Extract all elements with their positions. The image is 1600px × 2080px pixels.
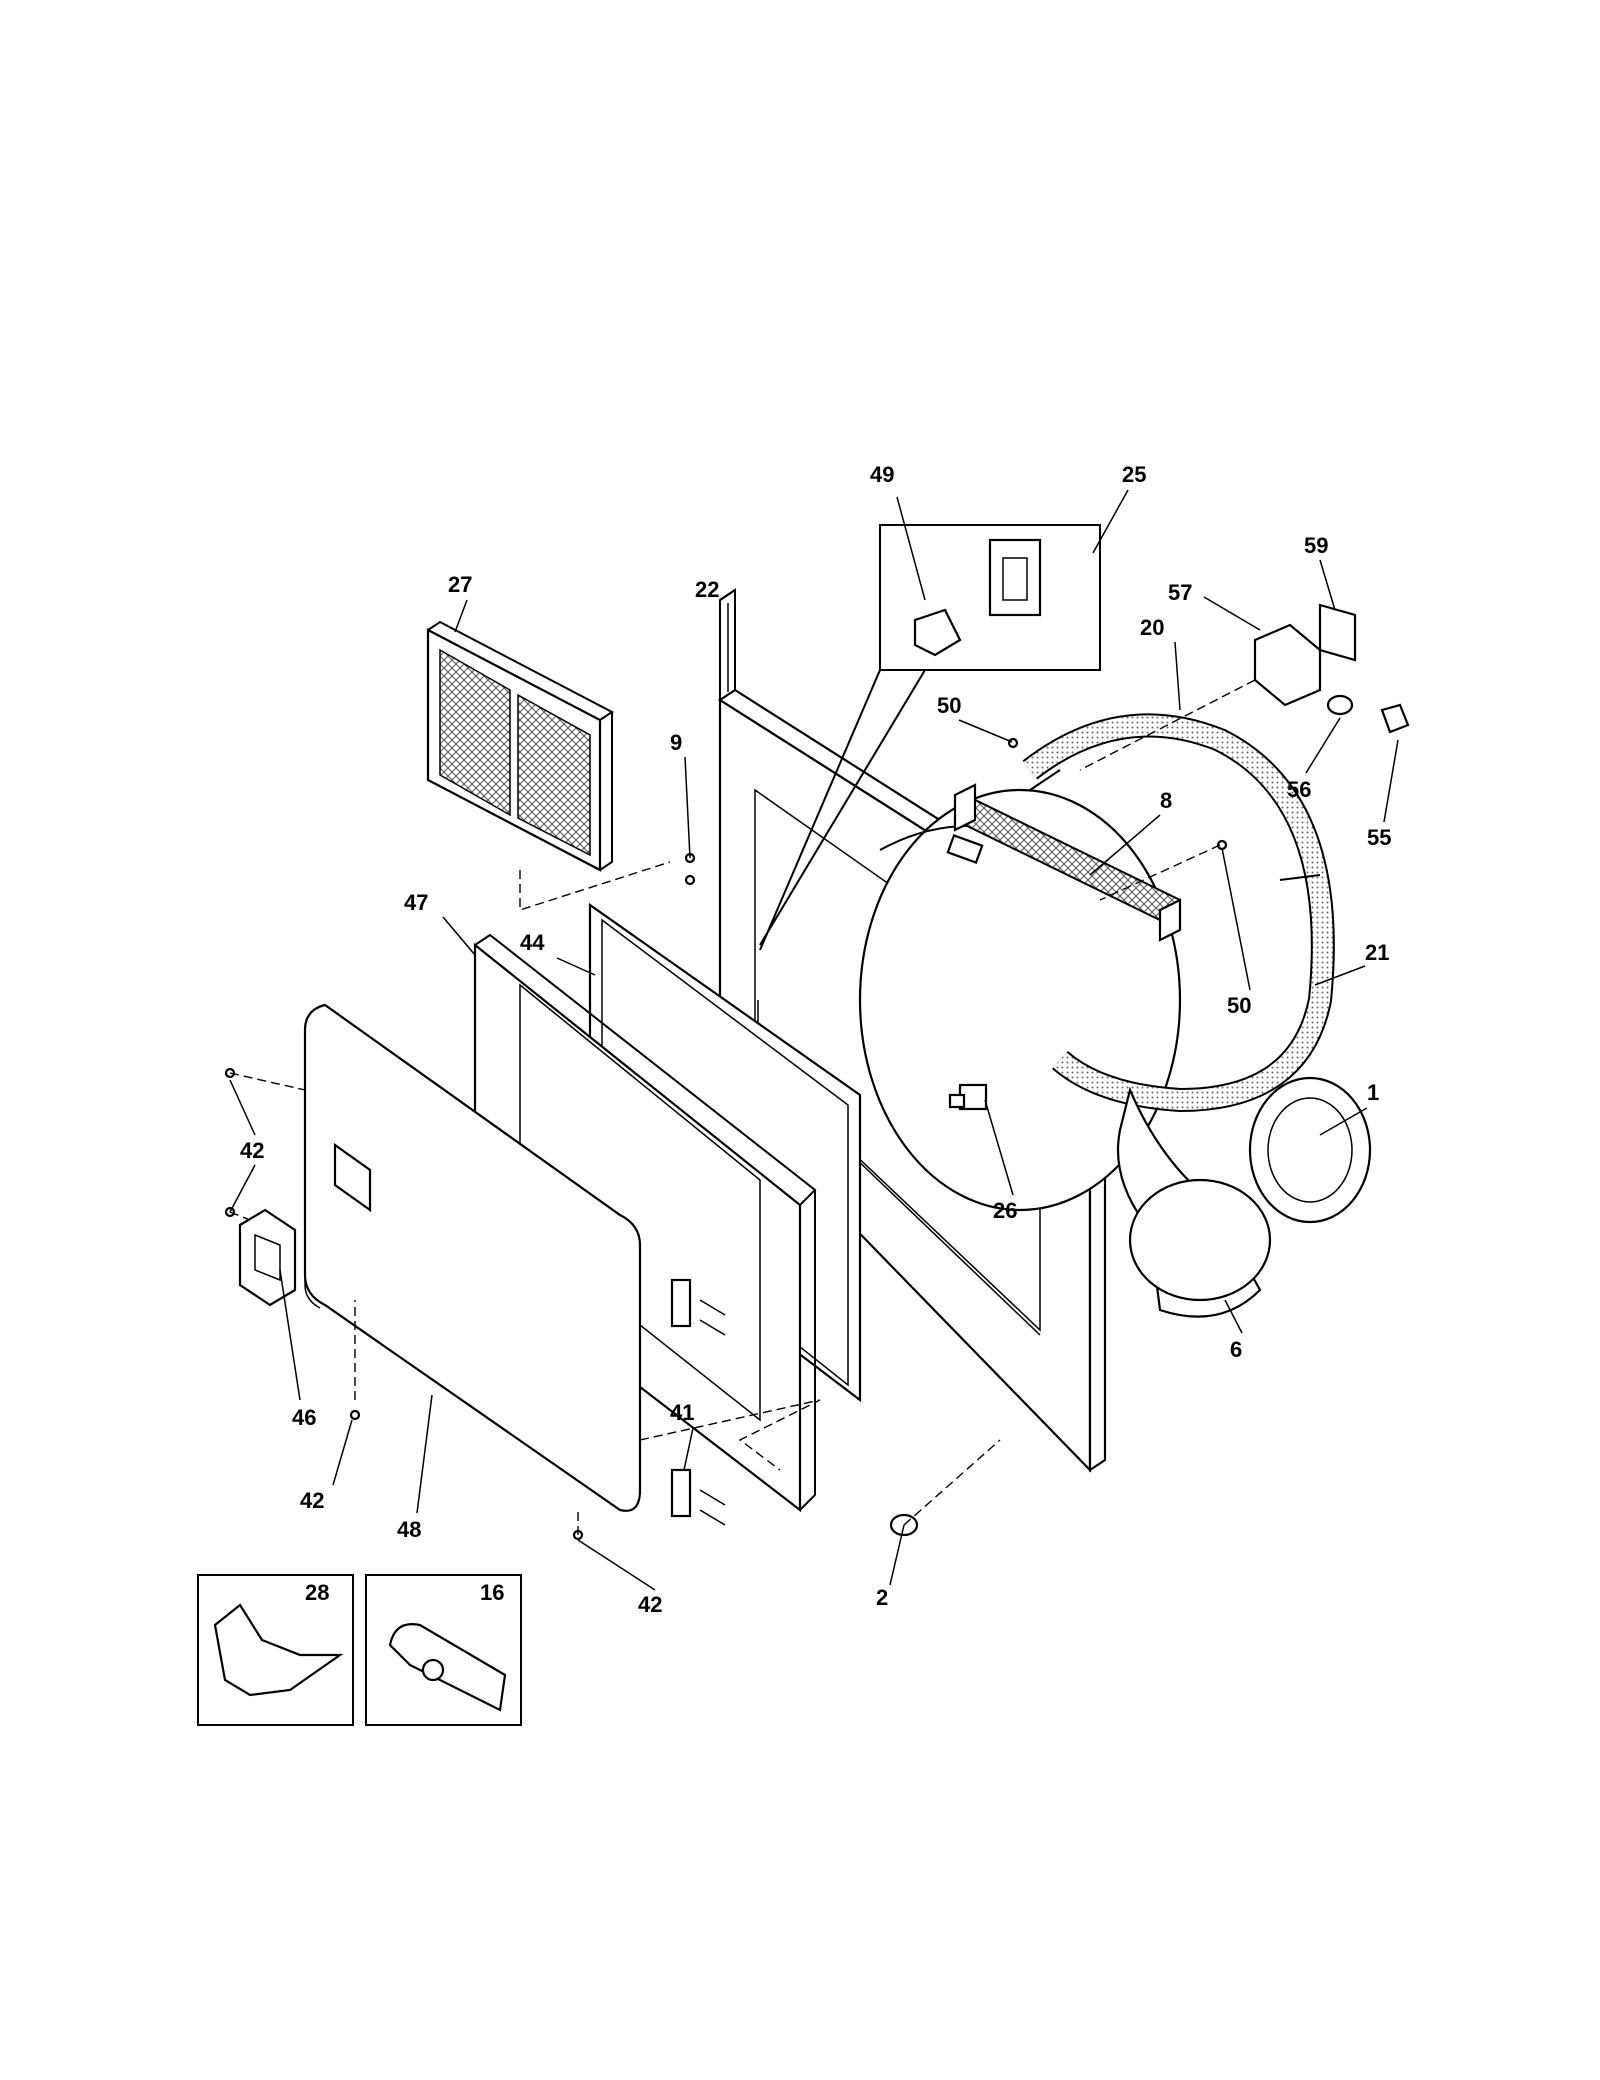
- label-48: 48: [397, 1517, 421, 1542]
- label-1: 1: [1367, 1080, 1379, 1105]
- outer-door: [303, 1003, 642, 1512]
- part-labels: 1 2 6 8 9 16 20 21 22 25 26 27 28 41 42 …: [240, 462, 1391, 1617]
- label-56: 56: [1287, 777, 1311, 802]
- label-50b: 50: [1227, 993, 1251, 1018]
- door-handle: [238, 1208, 297, 1307]
- hinges: [670, 1278, 726, 1526]
- label-55: 55: [1367, 825, 1391, 850]
- exhaust-filter: [426, 620, 614, 872]
- label-20: 20: [1140, 615, 1164, 640]
- label-47: 47: [404, 890, 428, 915]
- label-42c: 42: [638, 1592, 662, 1617]
- label-2: 2: [876, 1585, 888, 1610]
- lint-screen: [953, 783, 1182, 942]
- label-44: 44: [520, 930, 545, 955]
- label-16: 16: [480, 1580, 504, 1605]
- label-9: 9: [670, 730, 682, 755]
- door-switch: [948, 1083, 988, 1111]
- label-21: 21: [1365, 940, 1389, 965]
- label-59: 59: [1304, 533, 1328, 558]
- assembly-lines: [229, 679, 1256, 1535]
- label-8: 8: [1160, 788, 1172, 813]
- label-42b: 42: [300, 1488, 324, 1513]
- label-22: 22: [695, 577, 719, 602]
- inset-box-16: [365, 1574, 522, 1726]
- label-26: 26: [993, 1198, 1017, 1223]
- label-49: 49: [870, 462, 894, 487]
- inset-box-28: [197, 1574, 354, 1726]
- leader-lines: [229, 489, 1399, 1591]
- label-6: 6: [1230, 1337, 1242, 1362]
- label-57: 57: [1168, 580, 1192, 605]
- label-46: 46: [292, 1405, 316, 1430]
- blower-duct: [1116, 1076, 1372, 1318]
- label-50a: 50: [937, 693, 961, 718]
- label-28: 28: [305, 1580, 329, 1605]
- label-42a: 42: [240, 1138, 264, 1163]
- label-27: 27: [448, 572, 472, 597]
- drum-bulkhead: [858, 788, 1182, 1212]
- switch-detail-box: [759, 524, 1101, 951]
- felt-seal: [1022, 713, 1335, 1113]
- label-25: 25: [1122, 462, 1146, 487]
- label-41: 41: [670, 1400, 694, 1425]
- lamp-assembly: [1253, 603, 1410, 734]
